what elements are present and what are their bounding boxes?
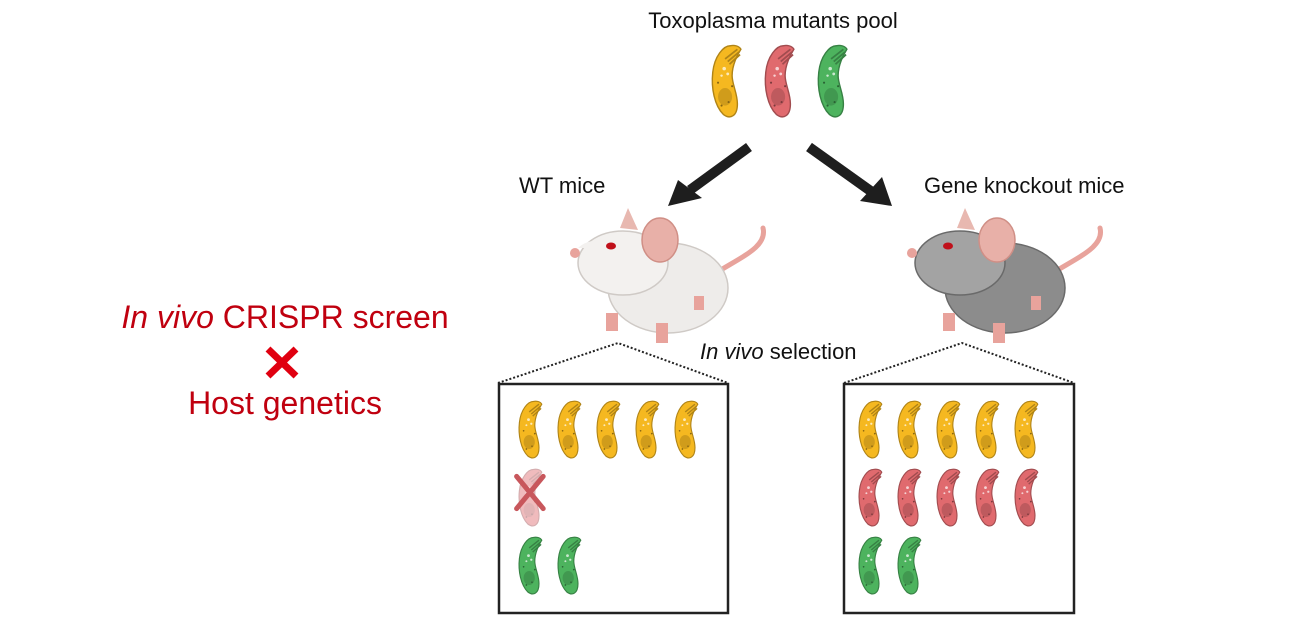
wt-parasite-yellow [518, 400, 543, 459]
wt-parasite-green [518, 536, 543, 595]
pool-parasite-yellow [711, 44, 742, 118]
wt-mouse-illustration [570, 208, 766, 343]
crispr-rest: CRISPR screen [213, 299, 449, 335]
parasite-layer [514, 44, 1039, 595]
arrow-to-wt-mice [668, 142, 752, 206]
ko-parasite-red [897, 468, 922, 527]
pool-title: Toxoplasma mutants pool [648, 8, 898, 33]
knockout-mouse-illustration [907, 208, 1103, 343]
ko-parasite-red [936, 468, 961, 527]
wt-mice-label: WT mice [519, 173, 606, 198]
ko-zoom-lines [843, 341, 1075, 384]
depleted-cross-icon [514, 473, 546, 512]
host-genetics-label: Host genetics [188, 385, 382, 421]
crispr-screen-label: In vivo CRISPR screen [0, 299, 570, 336]
crispr-italic: In vivo [121, 299, 214, 335]
ko-parasite-yellow [897, 400, 922, 459]
selection-rest: selection [763, 339, 857, 364]
multiply-icon [265, 346, 299, 379]
ko-selection-box [842, 382, 1076, 615]
ko-parasite-red [1014, 468, 1039, 527]
in-vivo-selection-label: In vivo selection [700, 339, 857, 365]
wt-selection-box [497, 382, 730, 615]
ko-parasite-yellow [858, 400, 883, 459]
wt-zoom-lines [497, 341, 729, 384]
wt-parasite-yellow [635, 400, 660, 459]
arrow-to-ko-mice [806, 142, 892, 206]
ko-parasite-yellow [975, 400, 1000, 459]
wt-parasite-yellow [674, 400, 699, 459]
wt-parasite-yellow [596, 400, 621, 459]
wt-parasite-red [518, 468, 543, 527]
wt-parasite-yellow [557, 400, 582, 459]
pool-parasite-green [817, 44, 848, 118]
knockout-mice-label: Gene knockout mice [924, 173, 1125, 198]
ko-parasite-yellow [1014, 400, 1039, 459]
wt-parasite-green [557, 536, 582, 595]
ko-parasite-green [858, 536, 883, 595]
ko-parasite-yellow [936, 400, 961, 459]
ko-parasite-red [975, 468, 1000, 527]
ko-parasite-green [897, 536, 922, 595]
selection-italic: In vivo [700, 339, 764, 364]
pool-parasite-red [764, 44, 795, 118]
ko-parasite-red [858, 468, 883, 527]
